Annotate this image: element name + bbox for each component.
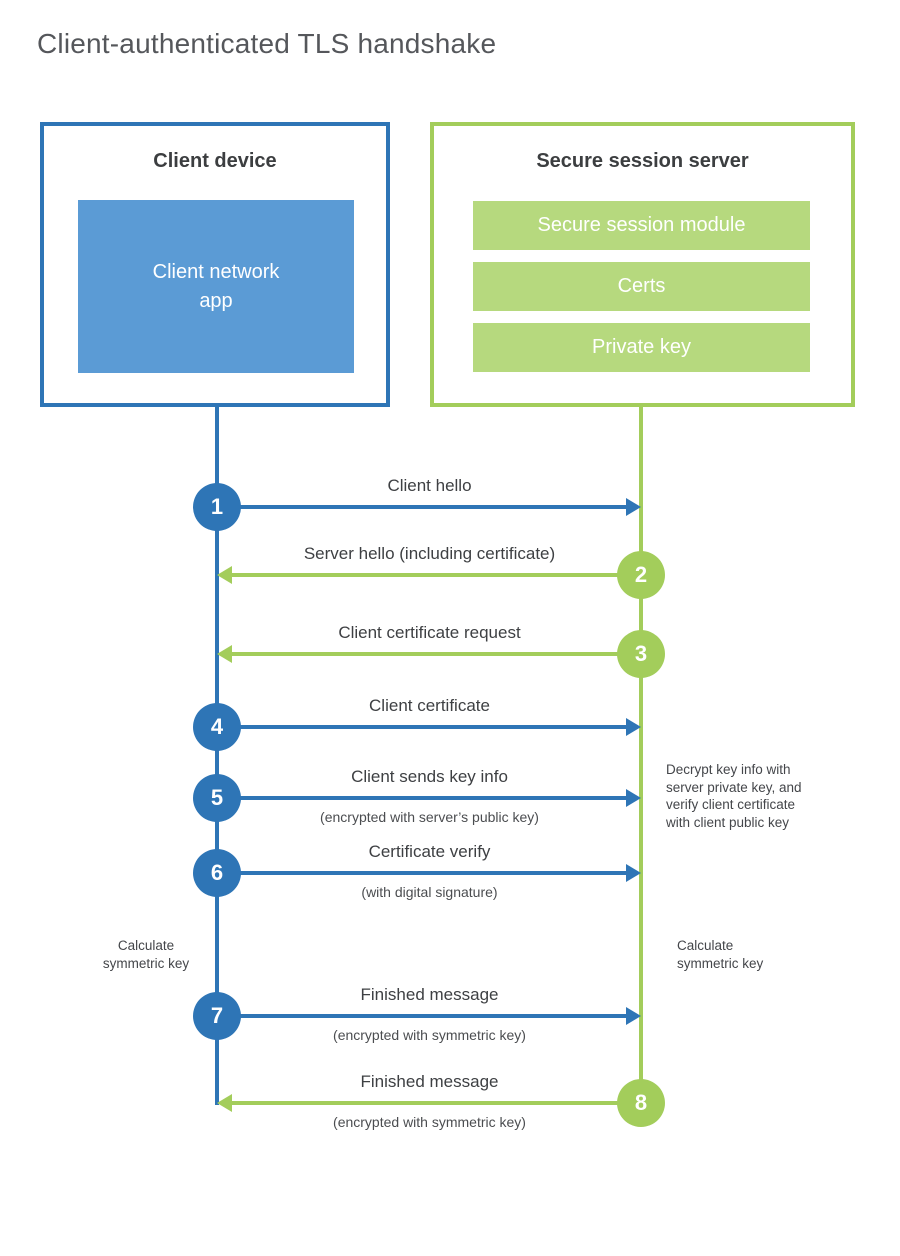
arrow-step-8 [229, 1101, 641, 1105]
calculate-symmetric-key-note-client: Calculate symmetric key [102, 938, 190, 971]
arrow-step-1 [217, 505, 629, 509]
step-5-label: Client sends key info [351, 767, 508, 786]
step-6-sublabel: (with digital signature) [361, 884, 498, 900]
arrowhead-right-icon [626, 1007, 641, 1025]
step-8-sublabel: (encrypted with symmetric key) [333, 1114, 526, 1130]
server-module-secure-session: Secure session module [473, 201, 810, 250]
arrowhead-right-icon [626, 789, 641, 807]
step-2-label: Server hello (including certificate) [303, 544, 556, 563]
step-3-label: Client certificate request [338, 623, 521, 642]
calculate-symmetric-key-note-server: Calculate symmetric key [677, 938, 764, 971]
step-7-sublabel: (encrypted with symmetric key) [333, 1027, 526, 1043]
step-1-badge: 1 [193, 483, 241, 531]
client-network-app-box: Client network app [78, 200, 354, 373]
arrowhead-left-icon [217, 566, 232, 584]
arrow-step-7 [217, 1014, 629, 1018]
page-title: Client-authenticated TLS handshake [37, 28, 497, 59]
arrow-step-3 [229, 652, 641, 656]
arrowhead-right-icon [626, 718, 641, 736]
step-7-label: Finished message [360, 985, 499, 1004]
arrow-step-2 [229, 573, 641, 577]
server-module-certs: Certs [473, 262, 810, 311]
step-8-label: Finished message [360, 1072, 499, 1091]
step-1-label: Client hello [387, 476, 472, 495]
client-lifeline [215, 405, 219, 1105]
arrow-step-6 [217, 871, 629, 875]
arrow-step-5 [217, 796, 629, 800]
step-7-badge: 7 [193, 992, 241, 1040]
step-2-badge: 2 [617, 551, 665, 599]
decrypt-key-note: Decrypt key info with server private key… [666, 762, 802, 830]
arrow-step-4 [217, 725, 629, 729]
arrowhead-right-icon [626, 498, 641, 516]
client-device-title: Client device [153, 150, 277, 172]
secure-session-server-title: Secure session server [536, 150, 749, 172]
arrowhead-left-icon [217, 645, 232, 663]
server-lifeline [639, 405, 643, 1105]
step-5-badge: 5 [193, 774, 241, 822]
step-4-badge: 4 [193, 703, 241, 751]
step-6-badge: 6 [193, 849, 241, 897]
step-6-label: Certificate verify [368, 842, 491, 861]
step-8-badge: 8 [617, 1079, 665, 1127]
step-5-sublabel: (encrypted with server’s public key) [320, 809, 539, 825]
server-module-private-key: Private key [473, 323, 810, 372]
arrowhead-left-icon [217, 1094, 232, 1112]
arrowhead-right-icon [626, 864, 641, 882]
step-3-badge: 3 [617, 630, 665, 678]
step-4-label: Client certificate [369, 696, 490, 715]
